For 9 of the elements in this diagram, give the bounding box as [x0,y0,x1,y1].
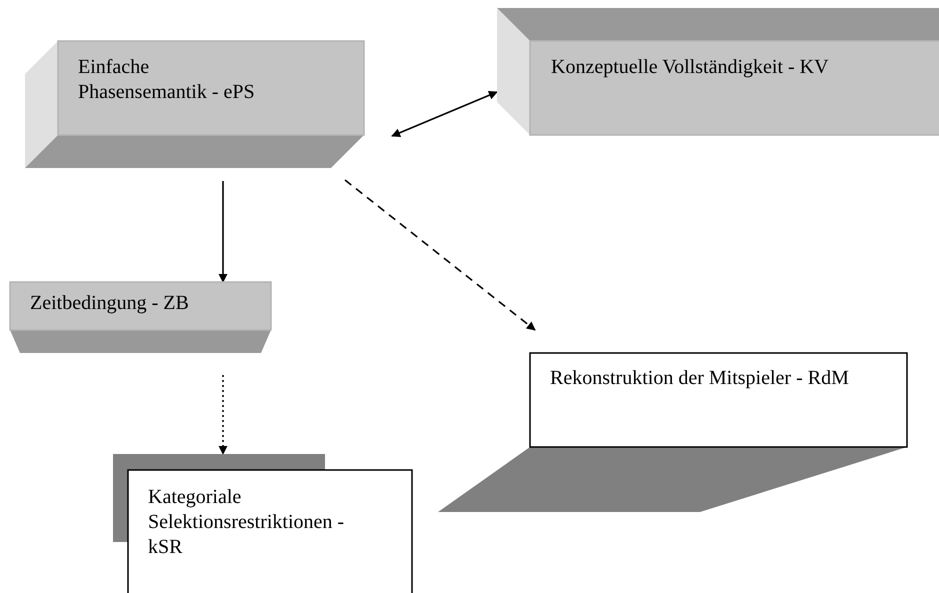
arrow [218,375,228,455]
node-label: Rekonstruktion der Mitspieler - RdM [550,366,850,391]
node-label: Kategoriale Selektionsrestriktionen - kSR [148,485,346,560]
arrow [391,90,498,138]
node-label: Konzeptuelle Vollständigkeit - KV [551,55,830,80]
arrow [218,181,228,283]
node-label: Zeitbedingung - ZB [30,291,190,316]
arrow [344,179,536,331]
node-label: Einfache Phasensemantik - ePS [78,55,256,105]
